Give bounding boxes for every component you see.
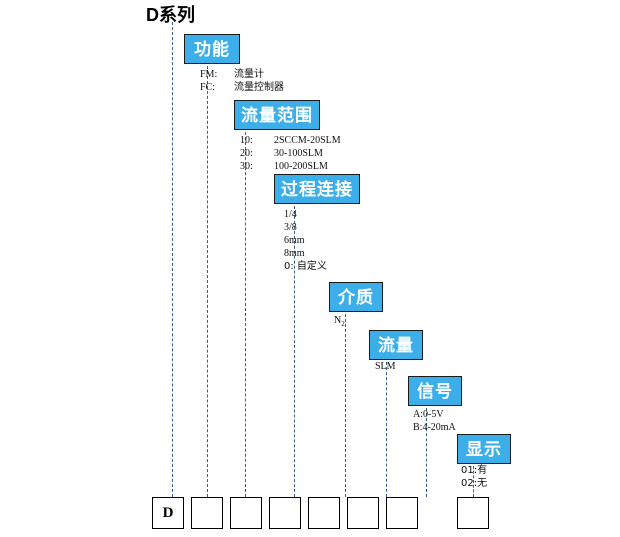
option-row: 3/8 <box>284 221 327 234</box>
option-description: A:0-5V <box>413 409 444 420</box>
option-description: SLM <box>375 361 396 372</box>
option-list-signal: A:0-5V B:4-20mA <box>413 408 456 434</box>
option-list-medium: N2 <box>334 314 345 328</box>
option-code: 20: <box>240 148 253 159</box>
option-list-display: 01:有 02:无 <box>461 464 487 490</box>
option-row: FC: 流量控制器 <box>200 81 284 94</box>
option-description: 30-100SLM <box>274 148 323 159</box>
option-row: A:0-5V <box>413 408 456 421</box>
category-box-display: 显示 <box>457 434 511 464</box>
option-row: N2 <box>334 314 345 328</box>
option-row: 1/4 <box>284 208 327 221</box>
option-description: 100-200SLM <box>274 161 328 172</box>
option-row: 20: 30-100SLM <box>240 147 341 160</box>
option-row: 01:有 <box>461 464 487 477</box>
connector-line-3 <box>294 206 295 497</box>
option-code: 30: <box>240 161 253 172</box>
option-row: B:4-20mA <box>413 421 456 434</box>
category-box-function: 功能 <box>184 34 240 64</box>
page-title: D系列 <box>146 5 195 25</box>
option-list-process-connection: 1/4 3/8 6mm 8mm 0: 自定义 <box>284 208 327 273</box>
code-box-5[interactable] <box>347 497 379 529</box>
connector-line-6 <box>426 408 427 497</box>
category-box-medium: 介质 <box>329 282 383 312</box>
code-box-6[interactable] <box>386 497 418 529</box>
option-row: 10: 2SCCM-20SLM <box>240 134 341 147</box>
connector-line-4 <box>345 314 346 497</box>
option-description: 1/4 <box>284 209 297 220</box>
code-box-0[interactable]: D <box>152 497 184 529</box>
category-box-signal: 信号 <box>408 376 462 406</box>
option-list-flow-range: 10: 2SCCM-20SLM 20: 30-100SLM 30: 100-200SLM <box>240 134 341 173</box>
option-row: 30: 100-200SLM <box>240 160 341 173</box>
option-description: 8mm <box>284 248 305 259</box>
option-code: FM: <box>200 69 218 80</box>
option-description: N2 <box>334 315 345 328</box>
code-box-7[interactable] <box>457 497 489 529</box>
option-row: 0: 自定义 <box>284 260 327 273</box>
option-description: 流量计 <box>234 69 264 80</box>
connector-line-0 <box>172 22 173 497</box>
connector-line-7 <box>473 466 474 497</box>
option-description: 02:无 <box>461 478 488 489</box>
code-box-3[interactable] <box>269 497 301 529</box>
option-description: 2SCCM-20SLM <box>274 135 341 146</box>
option-row: 8mm <box>284 247 327 260</box>
category-box-flow-range: 流量范围 <box>234 100 320 130</box>
option-description: 01:有 <box>461 465 488 476</box>
option-list-function: FM: 流量计 FC: 流量控制器 <box>200 68 284 94</box>
connector-line-5 <box>386 362 387 497</box>
connector-line-2 <box>245 132 246 497</box>
option-list-flow: SLM <box>375 360 396 373</box>
option-description: 6mm <box>284 235 305 246</box>
option-row: 6mm <box>284 234 327 247</box>
category-box-process-connection: 过程连接 <box>274 174 360 204</box>
option-code: 10: <box>240 135 253 146</box>
option-description: B:4-20mA <box>413 422 456 433</box>
code-box-1[interactable] <box>191 497 223 529</box>
option-description: 0: 自定义 <box>284 261 327 272</box>
code-box-2[interactable] <box>230 497 262 529</box>
option-row: SLM <box>375 360 396 373</box>
option-description: 流量控制器 <box>234 82 284 93</box>
option-description: 3/8 <box>284 222 297 233</box>
connector-line-1 <box>207 66 208 497</box>
code-box-4[interactable] <box>308 497 340 529</box>
option-row: 02:无 <box>461 477 487 490</box>
category-box-flow: 流量 <box>369 330 423 360</box>
option-row: FM: 流量计 <box>200 68 284 81</box>
option-code: FC: <box>200 82 216 93</box>
